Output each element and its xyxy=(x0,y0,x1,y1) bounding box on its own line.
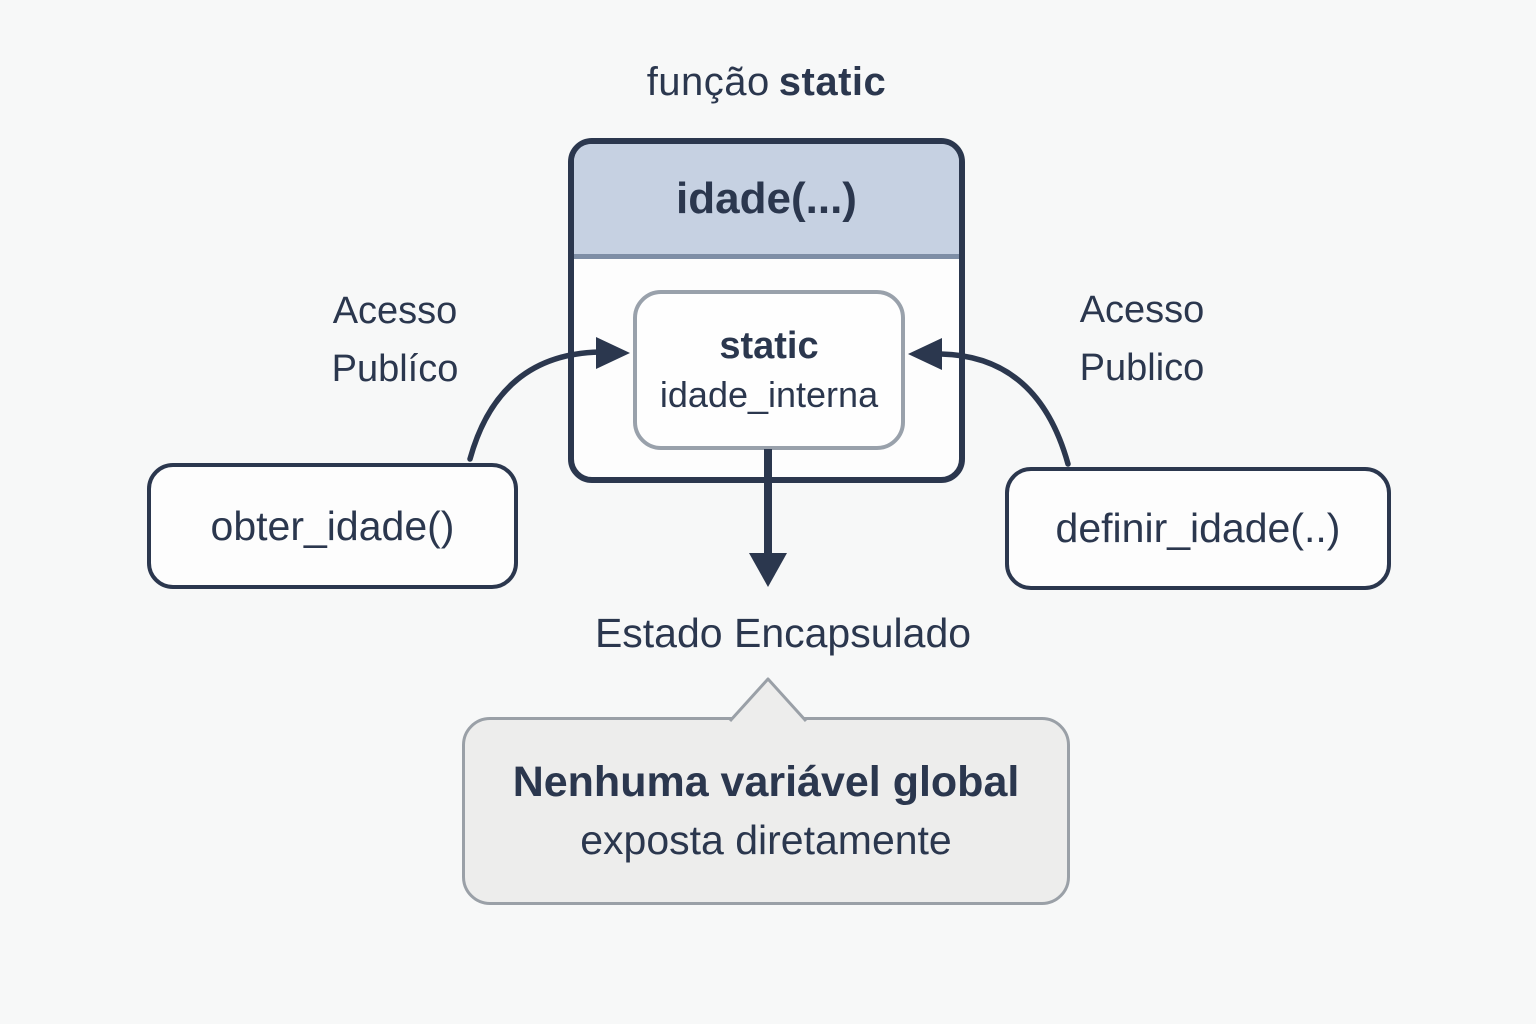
callout-line1: Nenhuma variável global xyxy=(512,758,1020,806)
callout-bubble: Nenhuma variável global exposta diretame… xyxy=(462,717,1070,905)
access-label-left-line2: Publíco xyxy=(331,348,459,390)
variable-name-label: idade_interna xyxy=(659,373,879,415)
access-label-left: Acesso Publíco xyxy=(290,282,500,398)
getter-function-label: obter_idade() xyxy=(210,502,455,549)
diagram-title-keyword: static xyxy=(778,60,887,104)
static-variable-box: static idade_interna xyxy=(633,290,905,450)
function-box-header: idade(...) xyxy=(574,144,959,259)
setter-function-box: definir_idade(..) xyxy=(1005,467,1391,590)
setter-function-label: definir_idade(..) xyxy=(1055,505,1341,551)
access-label-right: Acesso Publico xyxy=(1037,281,1247,397)
callout-line2: exposta diretamente xyxy=(580,817,952,863)
access-label-left-line1: Acesso xyxy=(332,290,458,332)
encapsulated-state-label: Estado Encapsulado xyxy=(594,610,972,656)
getter-function-box: obter_idade() xyxy=(147,463,518,589)
access-label-right-line1: Acesso xyxy=(1079,289,1205,331)
diagram-title-regular: função xyxy=(646,60,770,104)
access-label-right-line2: Publico xyxy=(1079,347,1205,389)
static-keyword-label: static xyxy=(719,324,819,367)
callout-pointer xyxy=(728,677,808,723)
arrowhead-down-icon xyxy=(749,553,787,587)
function-signature-label: idade(...) xyxy=(676,174,857,223)
